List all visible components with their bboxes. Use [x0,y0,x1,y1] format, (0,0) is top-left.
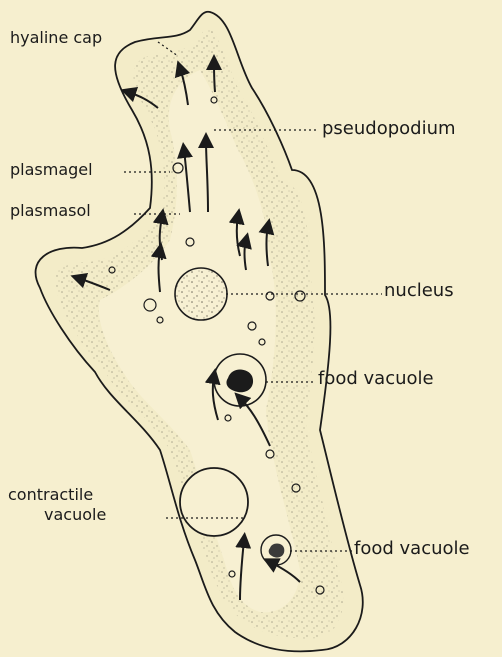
label-food-vacuole-upper: food vacuole [318,370,434,389]
label-contractile-vacuole-line2: vacuole [44,507,106,524]
label-plasmasol: plasmasol [10,203,91,220]
label-plasmagel: plasmagel [10,162,93,179]
label-contractile-vacuole-line1: contractile [8,487,93,504]
contractile-vacuole-shape [180,468,248,536]
nucleus-shape [175,268,227,320]
label-pseudopodium: pseudopodium [322,120,456,139]
label-hyaline-cap: hyaline cap [10,30,102,47]
label-nucleus: nucleus [384,282,454,301]
label-food-vacuole-lower: food vacuole [354,540,470,559]
